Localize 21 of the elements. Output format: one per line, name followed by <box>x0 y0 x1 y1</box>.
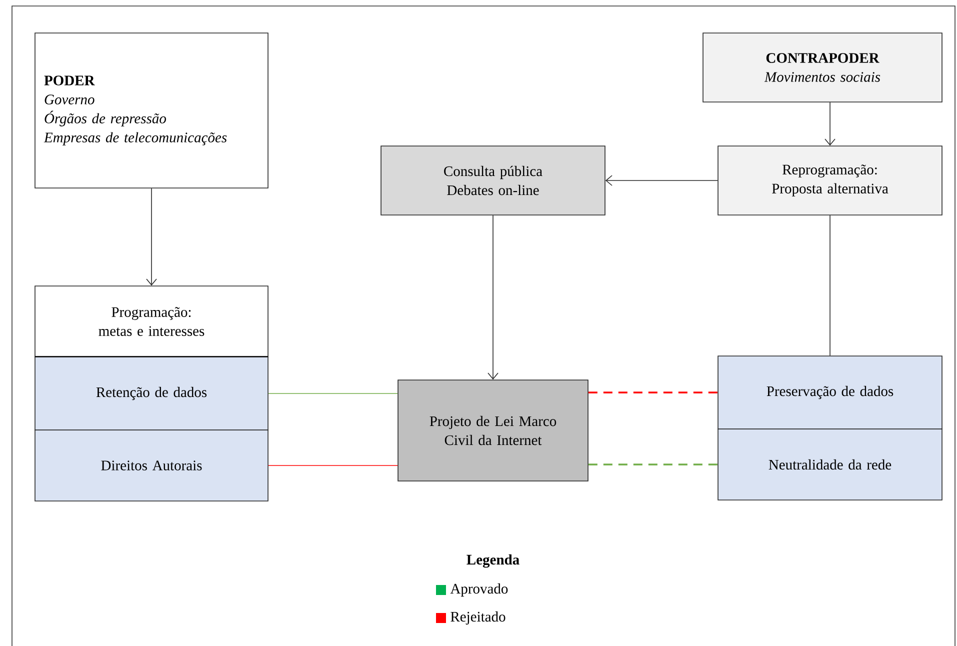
connector-line <box>268 393 398 394</box>
legend-text: Rejeitado <box>450 611 506 625</box>
arrow <box>146 188 157 286</box>
connector-line <box>588 392 718 394</box>
text-box: Reprogramação: Proposta alternativa <box>718 146 942 216</box>
legend-title: Legenda <box>466 554 520 568</box>
text-box: Consulta pública Debates on-line <box>380 146 606 216</box>
table-cell: Retenção de dados <box>34 356 268 430</box>
text-box: PODER Governo Órgãos de repressão Empresas de telecomunicações <box>34 32 268 188</box>
table-cell: Direitos Autorais <box>34 430 268 502</box>
legend-text: Aprovado <box>450 583 508 597</box>
arrow <box>488 215 498 380</box>
arrow <box>824 102 836 146</box>
text-box: CONTRAPODER Movimentos sociais <box>702 32 942 102</box>
process-box: Projeto de Lei Marco Civil da Internet <box>398 380 588 482</box>
text-box: Programação: metas e interesses <box>34 286 268 358</box>
connector-line <box>268 465 398 466</box>
table-cell: Neutralidade da rede <box>718 428 942 500</box>
arrow <box>605 175 718 186</box>
connector-line <box>588 464 718 466</box>
table-cell: Preservação de dados <box>718 356 942 430</box>
